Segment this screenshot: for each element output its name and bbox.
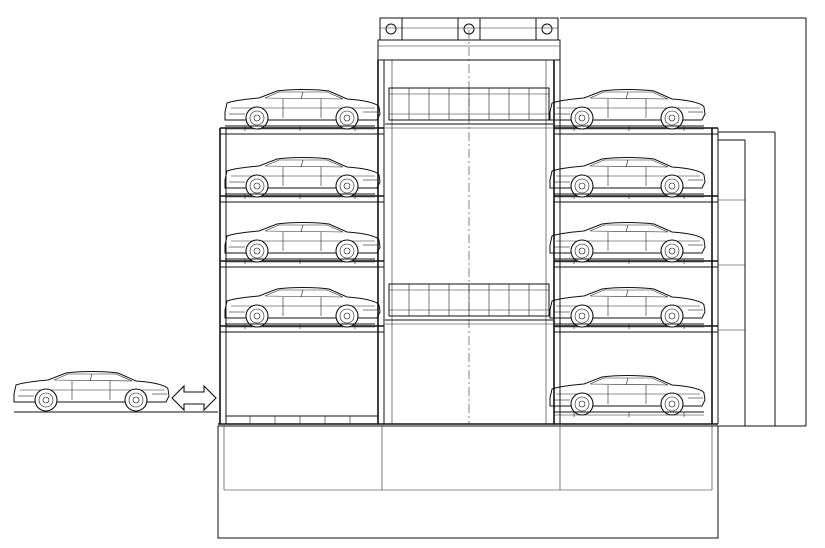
left-car-level-4 [224, 286, 381, 330]
entry-arrow-icon [171, 384, 217, 412]
ground-line [14, 411, 718, 425]
left-frame [219, 60, 385, 424]
left-car-level-1 [224, 88, 381, 132]
entry-car [13, 370, 170, 412]
left-car-level-3 [224, 221, 381, 265]
right-car-level-5 [549, 374, 706, 418]
ground-rail [226, 415, 378, 424]
right-car-level-4 [549, 286, 706, 330]
dimension-lines [560, 17, 807, 427]
right-bay-cars [549, 88, 706, 418]
lower-lift-cage [384, 283, 554, 325]
right-car-level-1 [549, 88, 706, 132]
right-car-level-2 [549, 156, 706, 200]
left-car-level-2 [224, 156, 381, 200]
hoist-machinery [377, 17, 561, 61]
foundation-pit [217, 425, 719, 539]
right-car-level-3 [549, 221, 706, 265]
left-bay-cars [224, 88, 381, 330]
lift-shaft [391, 30, 547, 424]
